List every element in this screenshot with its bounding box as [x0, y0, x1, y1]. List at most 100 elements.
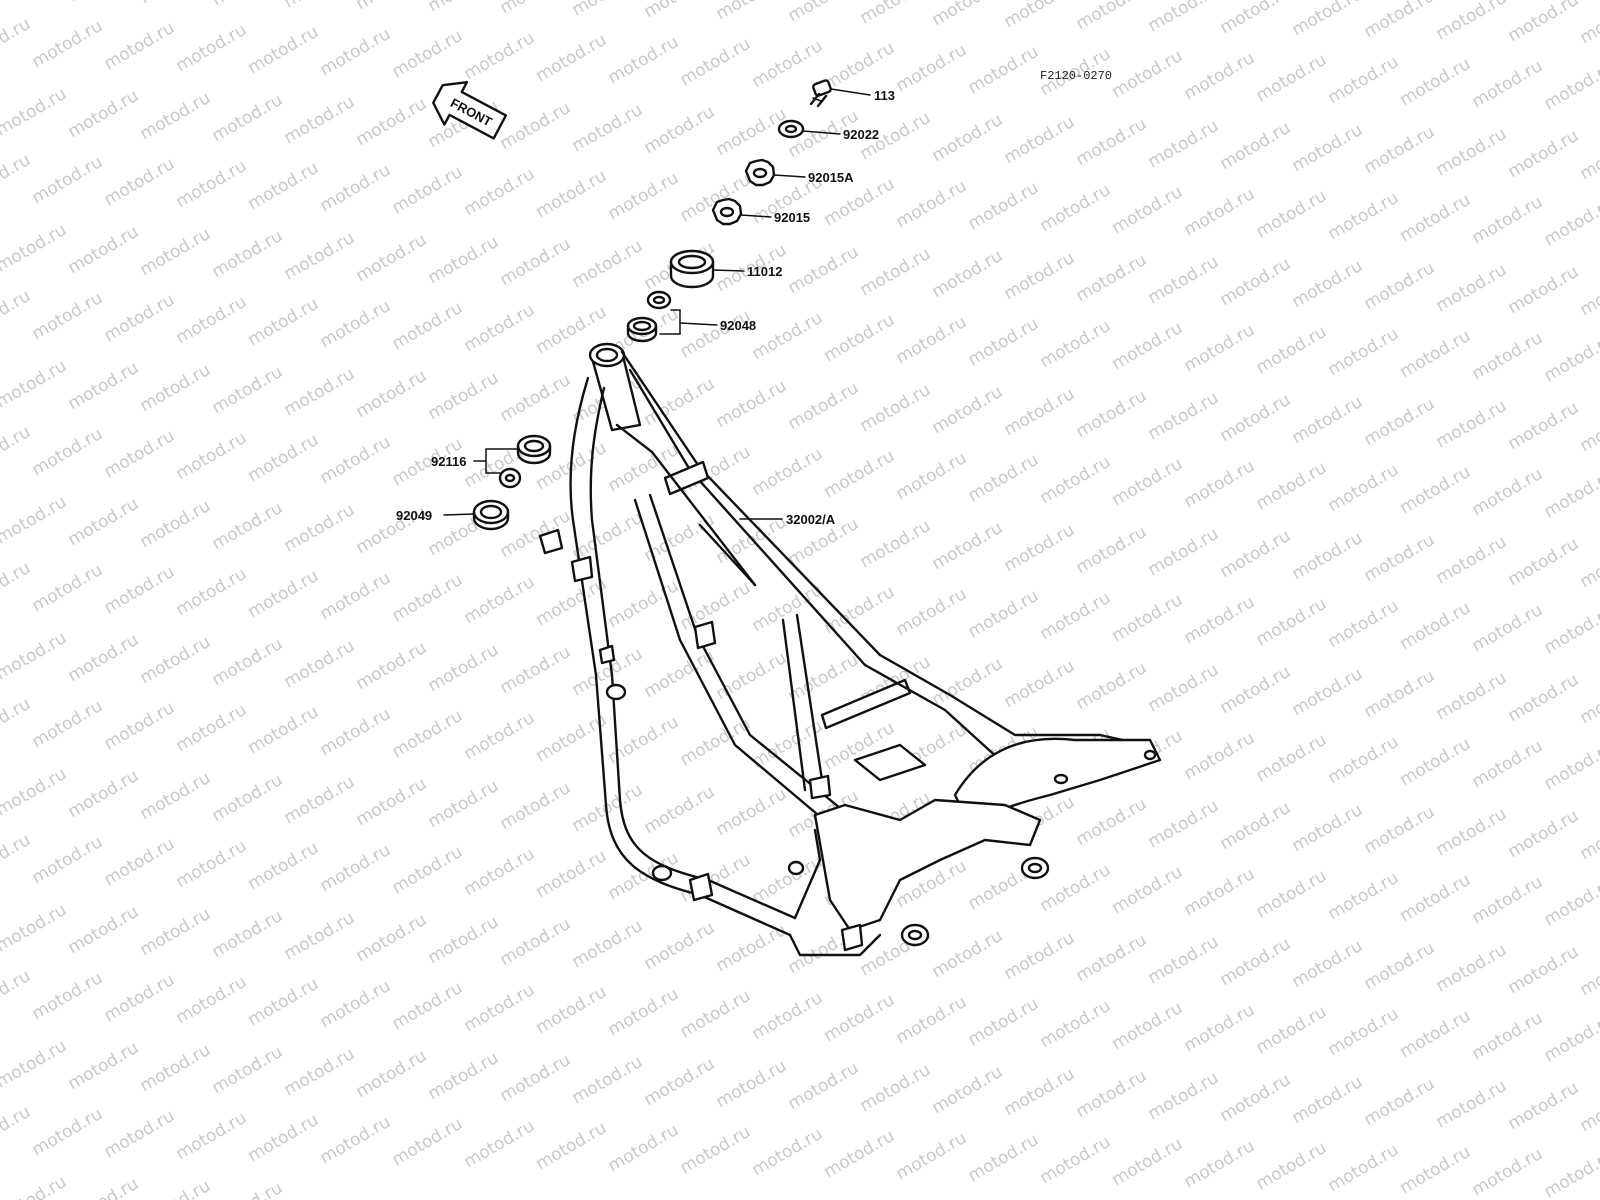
- watermark-text: motod.ru: [245, 430, 323, 486]
- watermark-text: motod.ru: [1217, 526, 1295, 582]
- watermark-text: motod.ru: [1253, 1138, 1331, 1194]
- watermark-text: motod.ru: [1145, 252, 1223, 308]
- watermark-text: motod.ru: [0, 558, 34, 614]
- watermark-text: motod.ru: [1469, 600, 1547, 656]
- watermark-text: motod.ru: [317, 432, 395, 488]
- watermark-text: motod.ru: [1037, 316, 1115, 372]
- watermark-text: motod.ru: [173, 700, 251, 756]
- watermark-text: motod.ru: [425, 0, 503, 16]
- watermark-text: motod.ru: [677, 850, 755, 906]
- watermark-text: motod.ru: [65, 630, 143, 686]
- watermark-text: motod.ru: [1325, 460, 1403, 516]
- watermark-text: motod.ru: [461, 164, 539, 220]
- watermark-text: motod.ru: [749, 1124, 827, 1180]
- watermark-text: motod.ru: [965, 42, 1043, 98]
- watermark-text: motod.ru: [1469, 736, 1547, 792]
- watermark-text: motod.ru: [1109, 862, 1187, 918]
- watermark-text: motod.ru: [1253, 866, 1331, 922]
- watermark-text: motod.ru: [1397, 1006, 1475, 1062]
- watermark-text: motod.ru: [677, 1122, 755, 1178]
- watermark-text: motod.ru: [1469, 56, 1547, 112]
- part-92022: 92022: [777, 119, 879, 142]
- watermark-text: motod.ru: [1361, 394, 1439, 450]
- watermark-text: motod.ru: [389, 26, 467, 82]
- watermark-text: motod.ru: [1325, 1004, 1403, 1060]
- watermark-text: motod.ru: [1253, 50, 1331, 106]
- watermark-text: motod.ru: [569, 0, 647, 20]
- part-113: 113: [809, 79, 895, 108]
- watermark-text: motod.ru: [65, 766, 143, 822]
- watermark-text: motod.ru: [1073, 794, 1151, 850]
- watermark-text: motod.ru: [137, 496, 215, 552]
- watermark-text: motod.ru: [1469, 328, 1547, 384]
- part-92015A: 92015A: [744, 158, 854, 187]
- watermark-text: motod.ru: [317, 840, 395, 896]
- watermark-text: motod.ru: [0, 492, 70, 548]
- watermark-text: motod.ru: [1145, 388, 1223, 444]
- watermark-text: motod.ru: [1073, 0, 1151, 34]
- watermark-text: motod.ru: [101, 562, 179, 618]
- watermark-text: motod.ru: [281, 0, 359, 12]
- watermark-text: motod.ru: [245, 974, 323, 1030]
- watermark-text: motod.ru: [425, 232, 503, 288]
- watermark-text: motod.ru: [0, 356, 70, 412]
- watermark-text: motod.ru: [641, 102, 719, 158]
- watermark-text: motod.ru: [893, 992, 971, 1048]
- watermark-text: motod.ru: [281, 908, 359, 964]
- watermark-text: motod.ru: [1469, 1144, 1547, 1200]
- watermark-text: motod.ru: [1181, 1136, 1259, 1192]
- watermark-text: motod.ru: [353, 230, 431, 286]
- watermark-text: motod.ru: [0, 150, 34, 206]
- watermark-text: motod.ru: [281, 500, 359, 556]
- watermark-text: motod.ru: [965, 178, 1043, 234]
- watermark-text: motod.ru: [749, 444, 827, 500]
- watermark-text: motod.ru: [65, 358, 143, 414]
- watermark-text: motod.ru: [1505, 0, 1583, 46]
- watermark-text: motod.ru: [1109, 318, 1187, 374]
- watermark-text: motod.ru: [1253, 186, 1331, 242]
- watermark-text: motod.ru: [281, 228, 359, 284]
- bearing-set-icon: [498, 434, 552, 489]
- watermark-text: motod.ru: [1001, 112, 1079, 168]
- watermark-text: motod.ru: [65, 222, 143, 278]
- watermark-text: motod.ru: [605, 168, 683, 224]
- watermark-text: motod.ru: [1577, 672, 1600, 728]
- watermark-text: motod.ru: [101, 698, 179, 754]
- watermark-text: motod.ru: [1181, 864, 1259, 920]
- watermark-text: motod.ru: [1325, 188, 1403, 244]
- watermark-text: motod.ru: [101, 834, 179, 890]
- watermark-text: motod.ru: [1433, 532, 1511, 588]
- watermark-text: motod.ru: [1109, 182, 1187, 238]
- watermark-text: motod.ru: [1397, 598, 1475, 654]
- watermark-text: motod.ru: [569, 508, 647, 564]
- watermark-text: motod.ru: [0, 1102, 34, 1158]
- watermark-text: motod.ru: [641, 1054, 719, 1110]
- watermark-text: motod.ru: [1541, 194, 1600, 250]
- watermark-text: motod.ru: [29, 16, 107, 72]
- watermark-text: motod.ru: [1181, 728, 1259, 784]
- watermark-text: motod.ru: [1109, 1134, 1187, 1190]
- watermark-text: motod.ru: [209, 226, 287, 282]
- watermark-text: motod.ru: [173, 292, 251, 348]
- watermark-text: motod.ru: [713, 376, 791, 432]
- watermark-text: motod.ru: [569, 1052, 647, 1108]
- watermark-text: motod.ru: [1289, 120, 1367, 176]
- watermark-text: motod.ru: [497, 98, 575, 154]
- watermark-text: motod.ru: [1001, 928, 1079, 984]
- watermark-text: motod.ru: [425, 1048, 503, 1104]
- watermark-text: motod.ru: [0, 966, 34, 1022]
- watermark-text: motod.ru: [389, 706, 467, 762]
- watermark-text: motod.ru: [65, 902, 143, 958]
- watermark-text: motod.ru: [533, 166, 611, 222]
- watermark-text: motod.ru: [29, 832, 107, 888]
- watermark-text: motod.ru: [317, 976, 395, 1032]
- watermark-text: motod.ru: [245, 294, 323, 350]
- watermark-text: motod.ru: [533, 30, 611, 86]
- watermark-text: motod.ru: [29, 152, 107, 208]
- watermark-text: motod.ru: [1145, 0, 1223, 36]
- watermark-text: motod.ru: [1037, 1132, 1115, 1188]
- watermark-text: motod.ru: [965, 994, 1043, 1050]
- watermark-text: motod.ru: [1541, 1010, 1600, 1066]
- watermark-text: motod.ru: [533, 982, 611, 1038]
- watermark-text: motod.ru: [1433, 668, 1511, 724]
